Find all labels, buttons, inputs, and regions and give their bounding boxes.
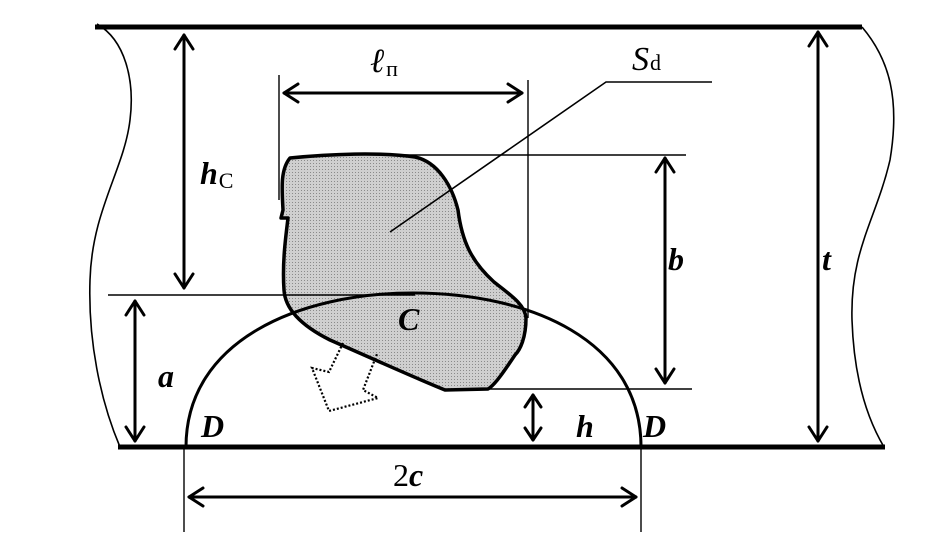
left-break-line [88, 23, 133, 448]
dimension-l-arrow [282, 82, 524, 104]
dimension-hc-arrow [173, 33, 195, 290]
right-break-line [851, 26, 895, 448]
label-2c: 2c [393, 457, 423, 493]
propagation-arrow [310, 342, 381, 413]
label-t: t [822, 241, 832, 277]
label-b: b [668, 241, 684, 277]
label-a: a [158, 358, 174, 394]
label-d-left: D [200, 408, 224, 444]
dimension-b-arrow [654, 156, 676, 385]
label-h: h [576, 408, 594, 444]
label-c-point: C [398, 301, 420, 337]
dimension-h-arrow [523, 393, 543, 442]
dimension-a-arrow [124, 299, 146, 443]
label-hc: hC [200, 155, 233, 193]
label-d-right: D [642, 408, 666, 444]
area-leader-line [389, 81, 712, 233]
crack-contour-ellipse [184, 291, 643, 448]
label-s-defect-area: Sd [632, 41, 661, 78]
dimension-2c-arrow [187, 486, 638, 508]
dimension-t-arrow [807, 30, 829, 443]
label-l-defect-length: ℓп [370, 43, 398, 81]
defect-area-shape [279, 152, 528, 392]
